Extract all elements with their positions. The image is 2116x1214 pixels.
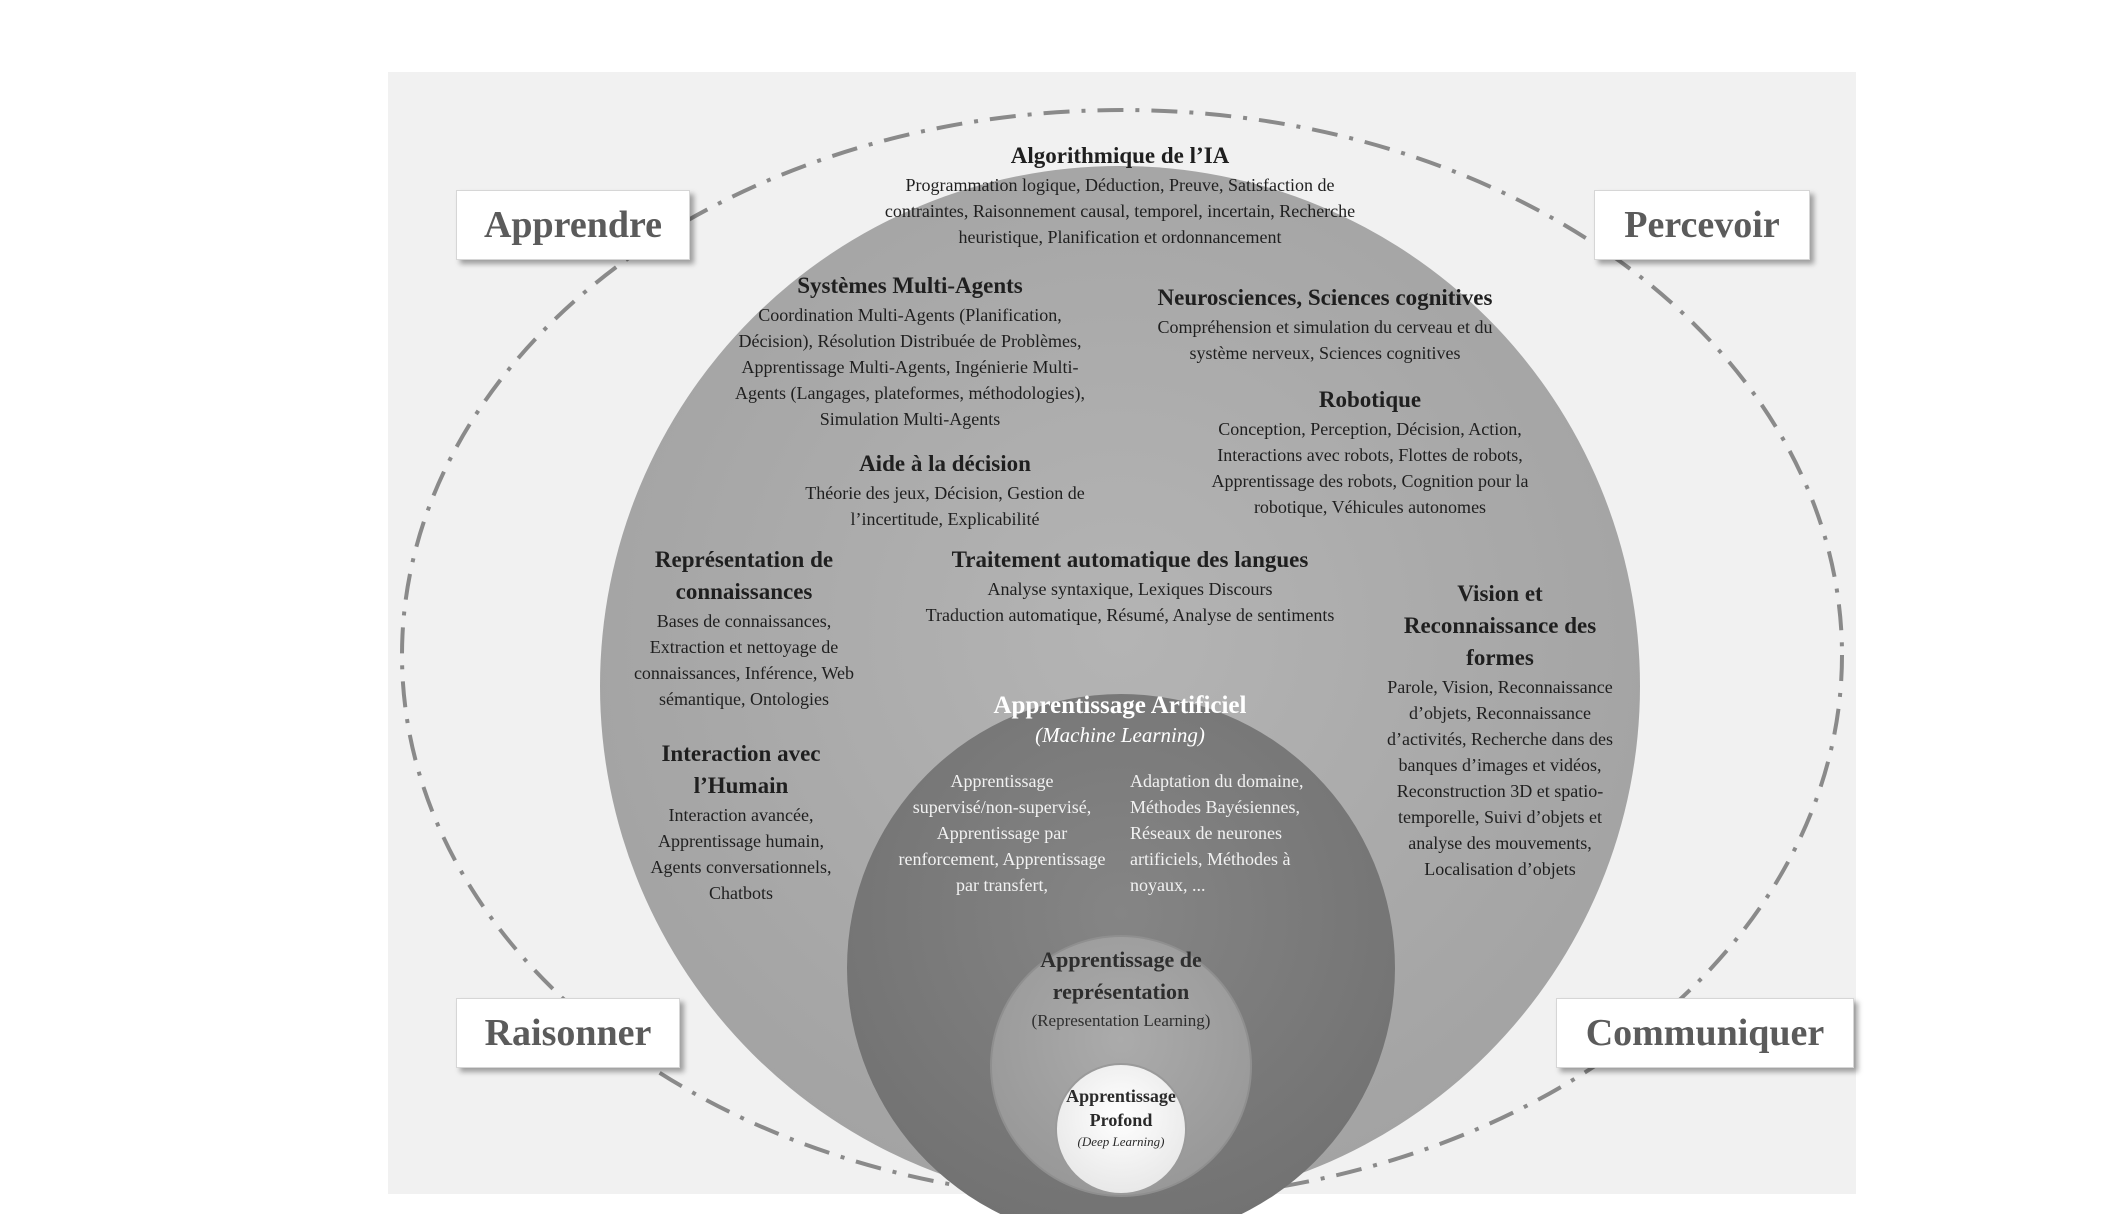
- ml-left-line: Apprentissage: [950, 771, 1054, 791]
- corner-percevoir-text: Percevoir: [1624, 204, 1780, 246]
- repr-learning-title: représentation: [1052, 979, 1190, 1004]
- ml-right-line: Adaptation du domaine,: [1130, 771, 1304, 791]
- topic-algorithmique-line: Programmation logique, Déduction, Preuve…: [905, 175, 1335, 195]
- ml-right-line: Méthodes Bayésiennes,: [1130, 797, 1300, 817]
- corner-label-percevoir: Percevoir: [1594, 190, 1810, 260]
- topic-robotique-line: robotique, Véhicules autonomes: [1253, 497, 1487, 517]
- repr-learning-title: Apprentissage de: [1040, 947, 1202, 972]
- topic-neurosciences: Neurosciences, Sciences cognitives Compr…: [1110, 282, 1540, 366]
- topic-vision-line: analyse des mouvements,: [1408, 833, 1592, 853]
- corner-label-communiquer: Communiquer: [1556, 998, 1854, 1068]
- topic-interaction-line: Chatbots: [708, 883, 773, 903]
- ml-right-line: noyaux, ...: [1130, 875, 1206, 895]
- topic-vision-line: d’activités, Recherche dans des: [1387, 729, 1613, 749]
- topic-interaction-line: Agents conversationnels,: [650, 857, 832, 877]
- topic-algorithmique: Algorithmique de l’IA Programmation logi…: [800, 140, 1440, 250]
- representation-learning-label: Apprentissage de représentation (Represe…: [996, 944, 1246, 1034]
- topic-multi-agents-line: Agents (Langages, plateformes, méthodolo…: [735, 383, 1085, 403]
- corner-raisonner-text: Raisonner: [484, 1012, 652, 1054]
- topic-robotique-line: Apprentissage des robots, Cognition pour…: [1211, 471, 1529, 491]
- deep-learning-title: Apprentissage: [1066, 1086, 1176, 1106]
- topic-multi-agents-line: Décision), Résolution Distribuée de Prob…: [738, 331, 1082, 351]
- topic-interaction-line: Apprentissage humain,: [658, 831, 824, 851]
- ml-right-line: artificiels, Méthodes à: [1130, 849, 1291, 869]
- topic-neurosciences-line: système nerveux, Sciences cognitives: [1189, 343, 1461, 363]
- repr-learning-subtitle: (Representation Learning): [1031, 1011, 1211, 1030]
- topic-representation-line: connaissances, Inférence, Web: [633, 663, 855, 683]
- topic-algorithmique-line: contraintes, Raisonnement causal, tempor…: [884, 201, 1356, 221]
- topic-multi-agents-line: Coordination Multi-Agents (Planification…: [758, 305, 1062, 325]
- topic-vision-title: Reconnaissance des: [1403, 613, 1597, 638]
- corner-label-raisonner: Raisonner: [456, 998, 680, 1068]
- topic-tal-line: Analyse syntaxique, Lexiques Discours: [987, 579, 1273, 599]
- dashed-outer-ring: [400, 108, 1844, 1202]
- topic-vision-line: Reconstruction 3D et spatio-: [1396, 781, 1604, 801]
- topic-vision-line: banques d’images et vidéos,: [1398, 755, 1602, 775]
- topic-robotique-line: Conception, Perception, Décision, Action…: [1218, 419, 1522, 439]
- topic-robotique-line: Interactions avec robots, Flottes de rob…: [1217, 445, 1523, 465]
- ml-left-line: supervisé/non-supervisé,: [912, 797, 1092, 817]
- topic-algorithmique-title: Algorithmique de l’IA: [1010, 143, 1230, 168]
- topic-aide-decision-line: l’incertitude, Explicabilité: [850, 509, 1040, 529]
- deep-learning-label: Apprentissage Profond (Deep Learning): [1056, 1084, 1186, 1152]
- topic-representation-connaissances: Représentation de connaissances Bases de…: [594, 544, 894, 712]
- topic-algorithmique-line: heuristique, Planification et ordonnance…: [958, 227, 1282, 247]
- ml-heading: Apprentissage Artificiel (Machine Learni…: [930, 690, 1310, 748]
- topic-robotique: Robotique Conception, Perception, Décisi…: [1160, 384, 1580, 520]
- topic-multi-agents-title: Systèmes Multi-Agents: [797, 273, 1023, 298]
- topic-interaction-title: Interaction avec: [661, 741, 821, 766]
- topic-tal: Traitement automatique des langues Analy…: [870, 544, 1390, 628]
- topic-representation-line: Bases de connaissances,: [656, 611, 832, 631]
- topic-vision-line: temporelle, Suivi d’objets et: [1398, 807, 1602, 827]
- topic-aide-decision-title: Aide à la décision: [859, 451, 1031, 476]
- ml-left-line: Apprentissage par: [936, 823, 1068, 843]
- topic-vision-line: d’objets, Reconnaissance: [1409, 703, 1591, 723]
- topic-representation-line: Extraction et nettoyage de: [649, 637, 839, 657]
- ml-right-list: Adaptation du domaine, Méthodes Bayésien…: [1130, 768, 1340, 898]
- topic-vision-line: Localisation d’objets: [1424, 859, 1576, 879]
- topic-robotique-title: Robotique: [1318, 387, 1422, 412]
- ml-right-line: Réseaux de neurones: [1130, 823, 1282, 843]
- topic-interaction-line: Interaction avancée,: [668, 805, 814, 825]
- topic-neurosciences-title: Neurosciences, Sciences cognitives: [1157, 285, 1493, 310]
- ml-title: Apprentissage Artificiel: [993, 692, 1247, 719]
- topic-interaction-humain: Interaction avec l’Humain Interaction av…: [606, 738, 876, 906]
- corner-label-apprendre: Apprendre: [456, 190, 690, 260]
- topic-neurosciences-line: Compréhension et simulation du cerveau e…: [1157, 317, 1493, 337]
- topic-multi-agents: Systèmes Multi-Agents Coordination Multi…: [680, 270, 1140, 432]
- topic-vision: Vision et Reconnaissance des formes Paro…: [1340, 578, 1660, 882]
- topic-tal-title: Traitement automatique des langues: [951, 547, 1309, 572]
- topic-multi-agents-line: Apprentissage Multi-Agents, Ingénierie M…: [741, 357, 1079, 377]
- deep-learning-title: Profond: [1089, 1110, 1153, 1130]
- topic-representation-title: Représentation de: [654, 547, 834, 572]
- topic-vision-line: Parole, Vision, Reconnaissance: [1387, 677, 1613, 697]
- topic-multi-agents-line: Simulation Multi-Agents: [819, 409, 1001, 429]
- ml-left-line: renforcement, Apprentissage: [898, 849, 1106, 869]
- ml-left-line: par transfert,: [956, 875, 1048, 895]
- topic-aide-decision: Aide à la décision Théorie des jeux, Déc…: [750, 448, 1140, 532]
- topic-vision-title: formes: [1466, 645, 1534, 670]
- deep-learning-circle: [1055, 1063, 1187, 1195]
- topic-tal-line: Traduction automatique, Résumé, Analyse …: [925, 605, 1335, 625]
- topic-representation-line: sémantique, Ontologies: [659, 689, 829, 709]
- topic-vision-title: Vision et: [1457, 581, 1543, 606]
- deep-learning-subtitle: (Deep Learning): [1077, 1134, 1165, 1149]
- topic-representation-title: connaissances: [675, 579, 813, 604]
- corner-apprendre-text: Apprendre: [483, 204, 663, 246]
- ml-left-list: Apprentissage supervisé/non-supervisé, A…: [872, 768, 1132, 898]
- topic-interaction-title: l’Humain: [693, 773, 789, 798]
- corner-communiquer-text: Communiquer: [1585, 1012, 1825, 1054]
- ml-subtitle: (Machine Learning): [1035, 723, 1205, 747]
- topic-aide-decision-line: Théorie des jeux, Décision, Gestion de: [805, 483, 1085, 503]
